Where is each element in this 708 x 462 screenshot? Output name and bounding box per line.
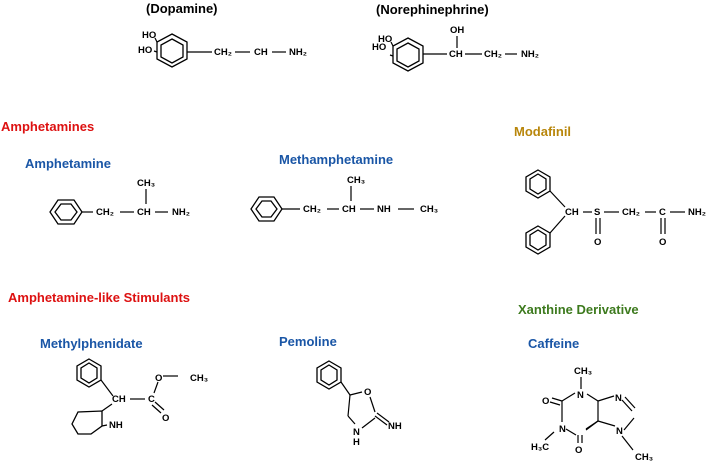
- hydroxyl-label: OH: [450, 25, 464, 36]
- ch-label: CH: [112, 394, 126, 405]
- piperidine-ring: [71, 410, 103, 435]
- ch-label: CH: [342, 204, 356, 215]
- norepinephrine-title: (Norephinephrine): [376, 2, 489, 17]
- nitrogen-label: N: [353, 427, 360, 438]
- hydroxyl-label: HO: [142, 30, 156, 41]
- methyl-label: CH₃: [137, 178, 155, 189]
- hydroxyl-label: HO: [378, 34, 392, 45]
- ch2-label: CH₂: [214, 47, 232, 58]
- amine-label: NH: [377, 204, 391, 215]
- nitrogen-label: N: [616, 426, 623, 437]
- methyl-label: CH₃: [190, 373, 208, 384]
- oxygen-label: O: [162, 413, 169, 424]
- benzene-ring: [76, 358, 102, 388]
- nitrogen-label: N: [615, 393, 622, 404]
- modafinil-structure: Modafinil CH S O CH₂ C O NH₂: [514, 124, 706, 255]
- oxygen-label: O: [542, 396, 549, 407]
- ch-label: CH: [137, 207, 151, 218]
- benzene-inner-ring: [160, 38, 184, 64]
- amine-label: NH₂: [172, 207, 190, 218]
- dopamine-structure: (Dopamine) HO HO CH₂ CH NH₂: [138, 1, 307, 68]
- oxygen-label: O: [155, 373, 162, 384]
- amphetamine-title: Amphetamine: [25, 156, 111, 171]
- hydrogen-label: H: [353, 437, 360, 448]
- carbon-label: C: [148, 394, 155, 405]
- amine-label: NH: [388, 421, 402, 432]
- modafinil-title: Modafinil: [514, 124, 571, 139]
- amine-label: NH: [109, 420, 123, 431]
- category-heading-amphetamines: Amphetamines: [1, 119, 94, 134]
- category-heading-xanthine: Xanthine Derivative: [518, 302, 639, 317]
- category-heading-amphetamine-like: Amphetamine-like Stimulants: [8, 290, 190, 305]
- amphetamine-structure: Amphetamine CH₂ CH₃ CH NH₂: [25, 156, 190, 225]
- methyl-label: H₃C: [531, 442, 549, 453]
- methyl-label: CH₃: [635, 452, 653, 462]
- oxygen-label: O: [659, 237, 666, 248]
- nitrogen-label: N: [559, 424, 566, 435]
- benzene-inner-ring: [320, 364, 338, 386]
- benzene-inner-ring: [529, 229, 547, 251]
- benzene-inner-ring: [529, 173, 547, 195]
- benzene-ring: [49, 199, 83, 225]
- benzene-inner-ring: [54, 203, 78, 221]
- ch2-label: CH₂: [303, 204, 321, 215]
- hydroxyl-label: HO: [138, 45, 152, 56]
- methamphetamine-structure: Methamphetamine CH₂ CH₃ CH NH CH₃: [250, 152, 438, 222]
- amine-label: NH₂: [521, 49, 539, 60]
- methyl-label: CH₃: [347, 175, 365, 186]
- ch-label: CH: [254, 47, 268, 58]
- methyl-label: CH₃: [574, 366, 592, 377]
- ch2-label: CH₂: [96, 207, 114, 218]
- methamphetamine-title: Methamphetamine: [279, 152, 393, 167]
- benzene-inner-ring: [80, 362, 98, 384]
- oxygen-label: O: [594, 237, 601, 248]
- nitrogen-label: N: [577, 390, 584, 401]
- caffeine-title: Caffeine: [528, 336, 579, 351]
- ch-label: CH: [449, 49, 463, 60]
- amine-label: NH₂: [688, 207, 706, 218]
- pemoline-structure: Pemoline O N H NH: [279, 334, 402, 448]
- hydroxyl-label: HO: [372, 42, 386, 53]
- ch2-label: CH₂: [622, 207, 640, 218]
- oxygen-label: O: [575, 445, 582, 456]
- amine-label: NH₂: [289, 47, 307, 58]
- methyl-label: CH₃: [420, 204, 438, 215]
- methylphenidate-title: Methylphenidate: [40, 336, 143, 351]
- oxygen-label: O: [364, 387, 371, 398]
- ch-label: CH: [565, 207, 579, 218]
- carbon-label: C: [659, 207, 666, 218]
- benzene-inner-ring: [396, 42, 420, 68]
- benzene-ring: [316, 360, 342, 390]
- caffeine-structure: Caffeine CH₃ N O N H₃C O N N CH₃: [528, 336, 653, 462]
- sulfur-label: S: [594, 207, 600, 218]
- pemoline-title: Pemoline: [279, 334, 337, 349]
- methylphenidate-structure: Methylphenidate CH NH C O CH₃ O: [40, 336, 208, 435]
- dopamine-title: (Dopamine): [146, 1, 218, 16]
- benzene-ring: [525, 169, 551, 199]
- ch2-label: CH₂: [484, 49, 502, 60]
- benzene-ring: [250, 196, 283, 222]
- norepinephrine-structure: (Norephinephrine) HO HO OH CH CH₂ NH₂: [372, 2, 539, 72]
- benzene-inner-ring: [255, 200, 278, 218]
